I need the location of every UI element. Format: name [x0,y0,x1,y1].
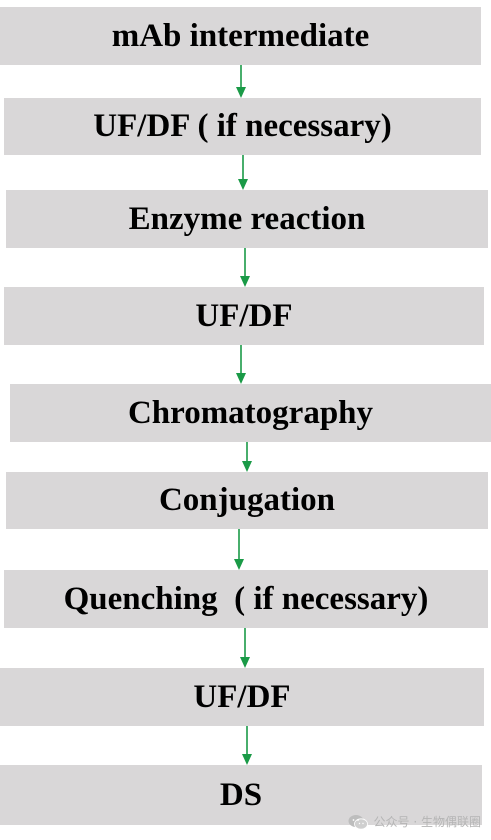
step-quenching-if-necessary: Quenching ( if necessary) [4,570,488,628]
watermark-text: 公众号 · 生物偶联圈 [373,815,481,829]
arrow-down-icon [240,248,250,287]
wechat-icon [348,814,368,830]
step-ufdf: UF/DF [4,287,484,345]
step-ufdf-final: UF/DF [0,668,484,726]
step-mab-intermediate: mAb intermediate [0,7,481,65]
step-enzyme-reaction: Enzyme reaction [6,190,488,248]
arrow-down-icon [236,65,246,98]
arrow-down-icon [242,726,252,765]
step-ds: DS [0,765,482,825]
arrow-down-icon [234,529,244,570]
watermark: 公众号 · 生物偶联圈 [348,813,481,830]
arrow-down-icon [240,628,250,668]
arrow-down-icon [236,345,246,384]
arrow-down-icon [238,155,248,190]
arrow-down-icon [242,442,252,472]
step-ufdf-if-necessary: UF/DF ( if necessary) [4,98,481,155]
step-conjugation: Conjugation [6,472,488,529]
step-chromatography: Chromatography [10,384,491,442]
